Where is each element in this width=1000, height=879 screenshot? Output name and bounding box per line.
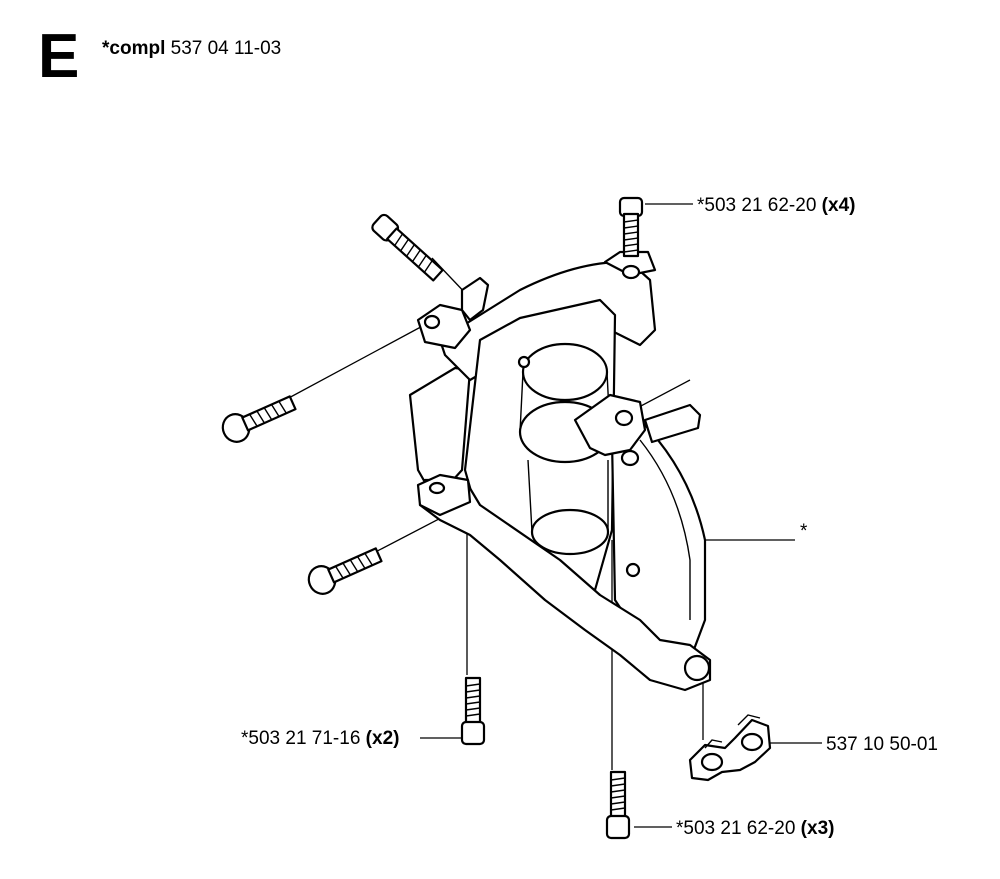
plate-hole-2 <box>517 355 531 369</box>
lower-left-boss-hole <box>428 481 446 495</box>
housing-assembly <box>408 250 712 692</box>
assembly-title: *compl 537 04 11-03 <box>102 38 281 60</box>
part-number: *503 21 62-20 <box>697 195 817 216</box>
screw-top <box>618 196 644 280</box>
assembly-part-number: 537 04 11-03 <box>170 38 282 59</box>
top-left-bracket <box>460 276 490 322</box>
center-lever <box>573 393 647 457</box>
screw-upper-left <box>371 213 444 282</box>
screw-lower-left <box>307 547 383 595</box>
part-number: 537 10 50-01 <box>826 734 938 755</box>
center-lever-pin <box>620 449 640 467</box>
flange-hole <box>683 654 711 682</box>
assembly-title-prefix: *compl <box>102 38 166 59</box>
bore-upper <box>521 342 609 402</box>
screw-bottom-left <box>460 676 486 746</box>
axis-mid-left-screw <box>284 321 431 401</box>
rear-shell <box>408 366 472 502</box>
quantity: (x2) <box>365 728 400 749</box>
callout-screw-bottom-left: *503 21 71-16 (x2) <box>241 729 399 748</box>
quantity: (x4) <box>821 195 856 216</box>
lower-flange <box>418 478 712 692</box>
center-lever-hole <box>614 409 634 427</box>
section-letter: E <box>38 22 80 91</box>
quantity: (x3) <box>800 818 835 839</box>
callout-screw-top: *503 21 62-20 (x4) <box>697 196 855 215</box>
part-number: * <box>800 521 808 542</box>
right-plate-curve <box>639 439 691 620</box>
side-pin <box>643 403 702 444</box>
plate-hole-1 <box>625 562 641 578</box>
screw-bottom-right <box>605 770 631 840</box>
screw-mid-left <box>221 395 297 443</box>
callout-screw-bottom-right: *503 21 62-20 (x3) <box>676 819 834 838</box>
callout-clip: 537 10 50-01 <box>826 735 938 754</box>
part-number: *503 21 71-16 <box>241 728 361 749</box>
cable-clip <box>688 714 772 782</box>
left-boss-hole <box>423 314 441 330</box>
part-number: *503 21 62-20 <box>676 818 796 839</box>
callout-star: * <box>800 522 807 541</box>
